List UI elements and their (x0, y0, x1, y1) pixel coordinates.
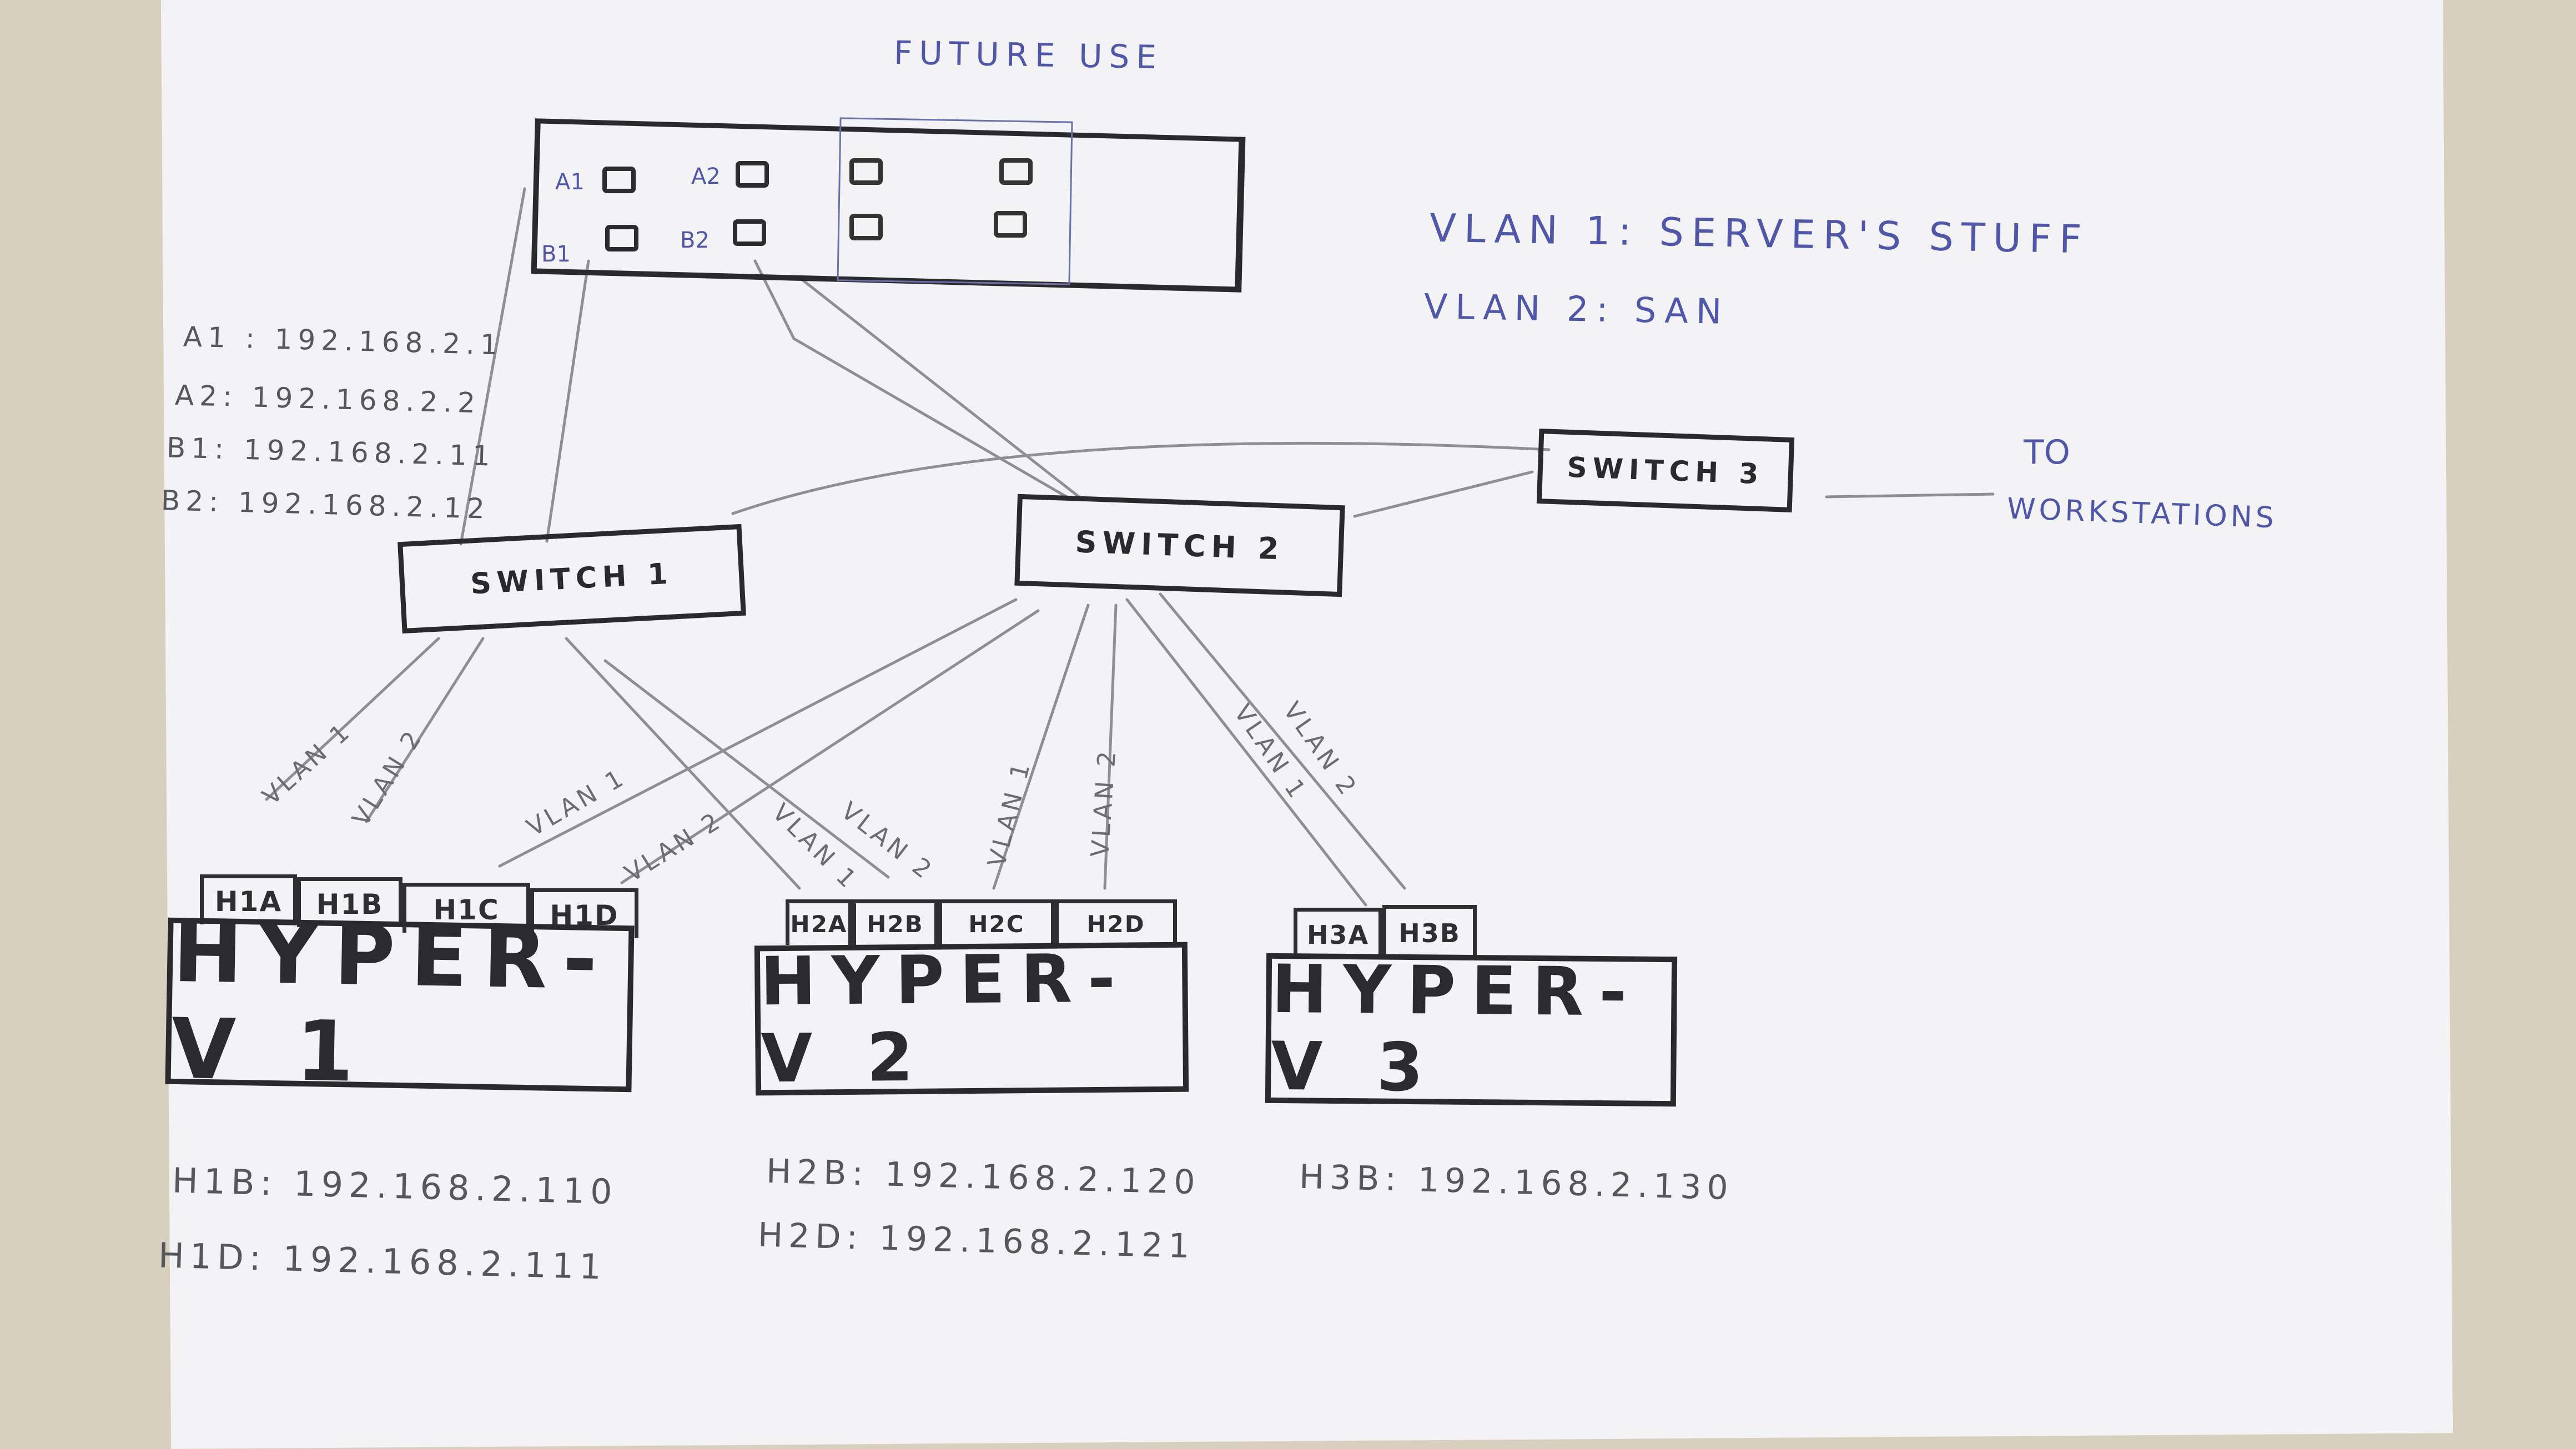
port-future-4 (994, 211, 1027, 238)
link-sw1-h1b (365, 637, 485, 823)
port-b2 (733, 219, 766, 246)
port-future-1 (849, 158, 883, 185)
link-switch1-switch3 (731, 441, 1551, 515)
port-label-a2: A2 (691, 164, 721, 189)
link-sw2-h3a (1125, 598, 1367, 907)
link-b2-switch2-b (792, 337, 1073, 501)
nic-h3a: H3A (1294, 908, 1382, 958)
port-a1 (602, 167, 636, 193)
link-a2-switch2 (798, 276, 1084, 501)
link-sw2-h2d (1103, 603, 1118, 890)
link-sw2-h2c (992, 603, 1090, 890)
nic-h1d: H1D (530, 888, 638, 938)
host-hyper-v-3: HYPER-V 3 (1265, 950, 1678, 1107)
switch-3-label: SWITCH 3 (1566, 451, 1765, 490)
nic-h2c: H2C (938, 899, 1055, 945)
switch-2-label: SWITCH 2 (1074, 524, 1285, 567)
port-label-b1: B1 (541, 242, 571, 267)
nic-h1a: H1A (200, 874, 297, 924)
link-b2-switch2-a (753, 259, 796, 340)
link-sw2-h3b (1159, 592, 1406, 890)
switch-2: SWITCH 2 (1014, 494, 1345, 597)
switch-1: SWITCH 1 (398, 524, 746, 634)
port-future-2 (999, 158, 1033, 185)
to-label: TO (2024, 433, 2070, 472)
link-sw1-h1a (265, 637, 440, 801)
nic-h2d: H2D (1055, 899, 1177, 945)
port-future-3 (849, 214, 883, 240)
host-hyper-v-2-label: HYPER-V 2 (759, 940, 1131, 1098)
host-hyper-v-1-label: HYPER-V 1 (170, 904, 614, 1101)
nic-h2a: H2A (786, 899, 852, 945)
link-switch2-switch3 (1353, 470, 1534, 518)
link-switch3-workstations (1825, 492, 1995, 499)
legend-vlan2: VLAN 2: SAN (1423, 286, 1730, 332)
link-sw1-h2a (565, 637, 801, 890)
host-hyper-v-1: HYPER-V 1 (165, 904, 635, 1101)
link-a1-switch1 (459, 187, 526, 546)
nic-h2b: H2B (852, 899, 938, 945)
nic-h3b: H3B (1382, 905, 1477, 958)
port-label-a1: A1 (555, 169, 585, 195)
host-hyper-v-3-label: HYPER-V 3 (1270, 950, 1643, 1107)
link-b1-switch1 (545, 259, 590, 543)
future-use-region (837, 117, 1073, 285)
switch-1-label: SWITCH 1 (469, 556, 675, 601)
nic-h1b: H1B (297, 877, 402, 927)
link-sw2-h1d (620, 609, 1040, 884)
link-sw2-h1c (498, 598, 1018, 868)
future-use-label: FUTURE USE (893, 33, 1164, 77)
host-hyper-v-2: HYPER-V 2 (754, 940, 1189, 1098)
port-label-b2: B2 (680, 228, 710, 253)
switch-3: SWITCH 3 (1536, 429, 1795, 512)
nic-h1c: H1C (402, 883, 530, 933)
link-sw1-h2b (603, 659, 890, 879)
port-b1 (605, 225, 638, 251)
port-a2 (736, 161, 769, 188)
